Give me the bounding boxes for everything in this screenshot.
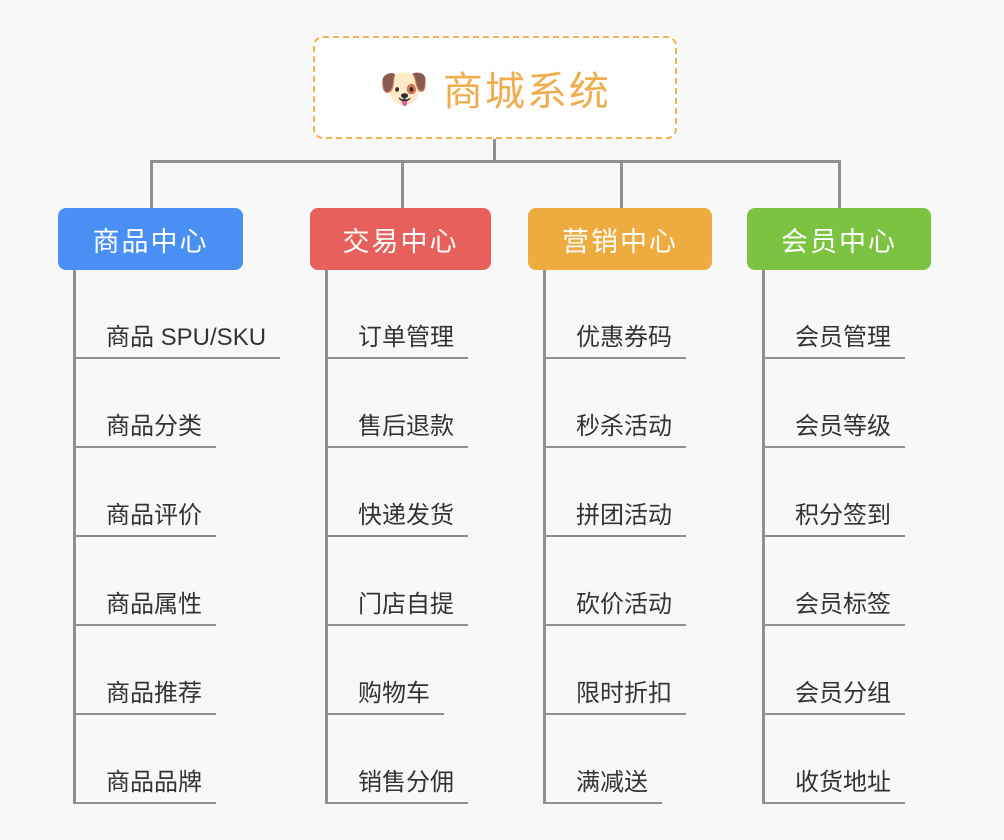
- list-item[interactable]: 秒杀活动: [528, 359, 712, 448]
- list-item[interactable]: 会员分组: [747, 626, 931, 715]
- column-spine: [762, 270, 765, 804]
- item-label: 砍价活动: [546, 590, 686, 626]
- list-item[interactable]: 商品 SPU/SKU: [58, 270, 281, 359]
- item-label: 会员等级: [765, 412, 905, 448]
- list-item[interactable]: 快递发货: [310, 448, 491, 537]
- item-label: 拼团活动: [546, 501, 686, 537]
- item-label: 满减送: [546, 768, 662, 804]
- list-item[interactable]: 门店自提: [310, 537, 491, 626]
- list-item[interactable]: 会员标签: [747, 537, 931, 626]
- category-item-list-product: 商品 SPU/SKU 商品分类 商品评价 商品属性 商品推荐 商品品牌: [58, 270, 281, 804]
- category-item-list-marketing: 优惠券码 秒杀活动 拼团活动 砍价活动 限时折扣 满减送: [528, 270, 712, 804]
- list-item[interactable]: 购物车: [310, 626, 491, 715]
- category-label: 交易中心: [342, 226, 459, 257]
- category-item-list-trade: 订单管理 售后退款 快递发货 门店自提 购物车 销售分佣: [310, 270, 491, 804]
- root-node[interactable]: 🐶 商城系统: [313, 36, 677, 139]
- list-item[interactable]: 商品分类: [58, 359, 280, 448]
- list-item[interactable]: 订单管理: [310, 270, 491, 359]
- item-label: 售后退款: [328, 412, 468, 448]
- item-label: 门店自提: [328, 590, 468, 626]
- item-label: 会员管理: [765, 323, 905, 359]
- item-label: 会员标签: [765, 590, 905, 626]
- item-label: 积分签到: [765, 501, 905, 537]
- connector-root-stem: [493, 139, 496, 162]
- category-header-product[interactable]: 商品中心: [58, 208, 243, 270]
- list-item[interactable]: 售后退款: [310, 359, 491, 448]
- list-item[interactable]: 收货地址: [747, 715, 931, 804]
- connector-horizontal-bus: [150, 160, 840, 163]
- item-label: 快递发货: [328, 501, 468, 537]
- category-label: 会员中心: [781, 226, 897, 257]
- item-label: 商品属性: [76, 590, 216, 626]
- item-label: 秒杀活动: [546, 412, 686, 448]
- item-label: 收货地址: [765, 768, 905, 804]
- list-item[interactable]: 满减送: [528, 715, 712, 804]
- list-item[interactable]: 砍价活动: [528, 537, 712, 626]
- list-item[interactable]: 优惠券码: [528, 270, 712, 359]
- list-item[interactable]: 销售分佣: [310, 715, 491, 804]
- list-item[interactable]: 商品属性: [58, 537, 280, 626]
- category-column-marketing: 营销中心 优惠券码 秒杀活动 拼团活动 砍价活动 限时折扣 满减送: [528, 208, 712, 804]
- list-item[interactable]: 会员等级: [747, 359, 931, 448]
- item-label: 销售分佣: [328, 768, 468, 804]
- category-header-marketing[interactable]: 营销中心: [528, 208, 712, 270]
- item-label: 商品分类: [76, 412, 216, 448]
- list-item[interactable]: 商品品牌: [58, 715, 280, 804]
- connector-drop-3: [620, 160, 623, 208]
- category-header-member[interactable]: 会员中心: [747, 208, 931, 270]
- list-item[interactable]: 商品推荐: [58, 626, 280, 715]
- connector-drop-1: [150, 160, 153, 208]
- item-label: 商品 SPU/SKU: [76, 323, 281, 359]
- category-item-list-member: 会员管理 会员等级 积分签到 会员标签 会员分组 收货地址: [747, 270, 931, 804]
- list-item[interactable]: 限时折扣: [528, 626, 712, 715]
- item-label: 商品品牌: [76, 768, 216, 804]
- category-column-product: 商品中心 商品 SPU/SKU 商品分类 商品评价 商品属性 商品推荐 商品品牌: [58, 208, 281, 804]
- column-spine: [325, 270, 328, 804]
- item-label: 订单管理: [328, 323, 468, 359]
- list-item[interactable]: 会员管理: [747, 270, 931, 359]
- dog-face-icon: 🐶: [379, 66, 429, 111]
- list-item[interactable]: 拼团活动: [528, 448, 712, 537]
- category-label: 商品中心: [92, 226, 209, 257]
- column-spine: [543, 270, 546, 804]
- item-label: 优惠券码: [546, 323, 686, 359]
- item-label: 商品评价: [76, 501, 216, 537]
- item-label: 商品推荐: [76, 679, 216, 715]
- root-title: 商城系统: [442, 69, 611, 114]
- list-item[interactable]: 商品评价: [58, 448, 280, 537]
- category-column-trade: 交易中心 订单管理 售后退款 快递发货 门店自提 购物车 销售分佣: [310, 208, 491, 804]
- category-column-member: 会员中心 会员管理 会员等级 积分签到 会员标签 会员分组 收货地址: [747, 208, 931, 804]
- item-label: 会员分组: [765, 679, 905, 715]
- column-spine: [73, 270, 76, 804]
- connector-drop-4: [838, 160, 841, 208]
- list-item[interactable]: 积分签到: [747, 448, 931, 537]
- category-label: 营销中心: [562, 226, 678, 257]
- item-label: 购物车: [328, 679, 444, 715]
- connector-drop-2: [401, 160, 404, 208]
- item-label: 限时折扣: [546, 679, 686, 715]
- category-header-trade[interactable]: 交易中心: [310, 208, 491, 270]
